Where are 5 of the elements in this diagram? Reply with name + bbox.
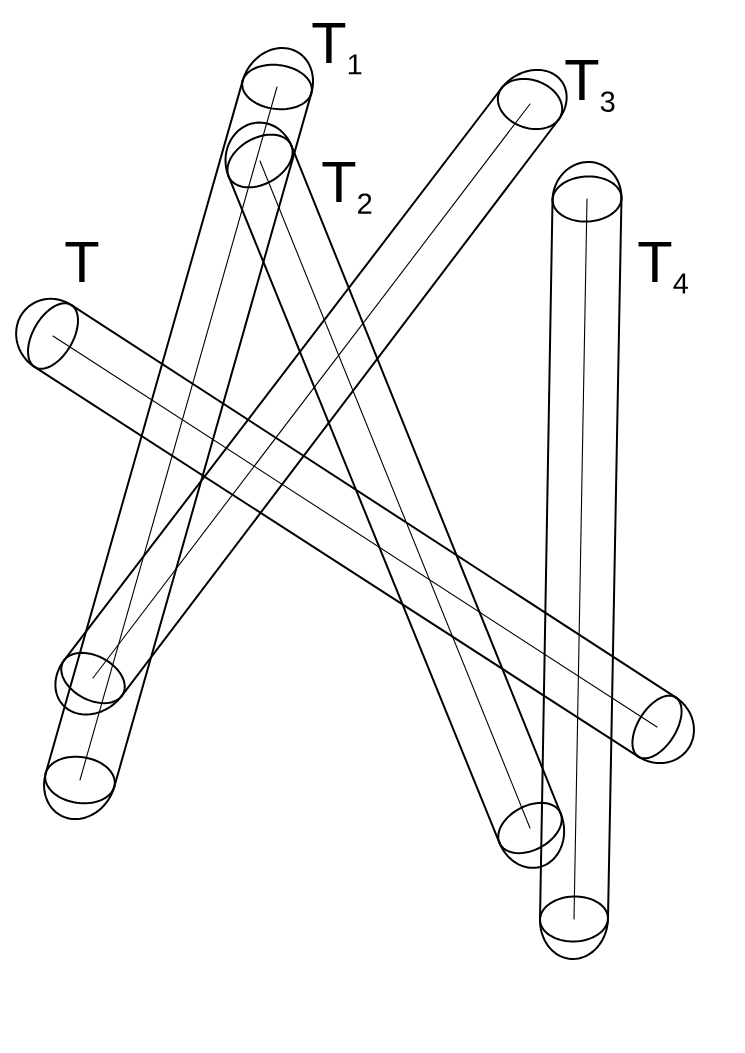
tube-label: T$_{2}$ bbox=[322, 162, 372, 214]
tube-label: T$_{4}$ bbox=[638, 242, 688, 294]
tube-label: T bbox=[65, 242, 99, 282]
tube-label: T$_{3}$ bbox=[565, 60, 615, 112]
tube-label: T$_{1}$ bbox=[312, 23, 362, 75]
